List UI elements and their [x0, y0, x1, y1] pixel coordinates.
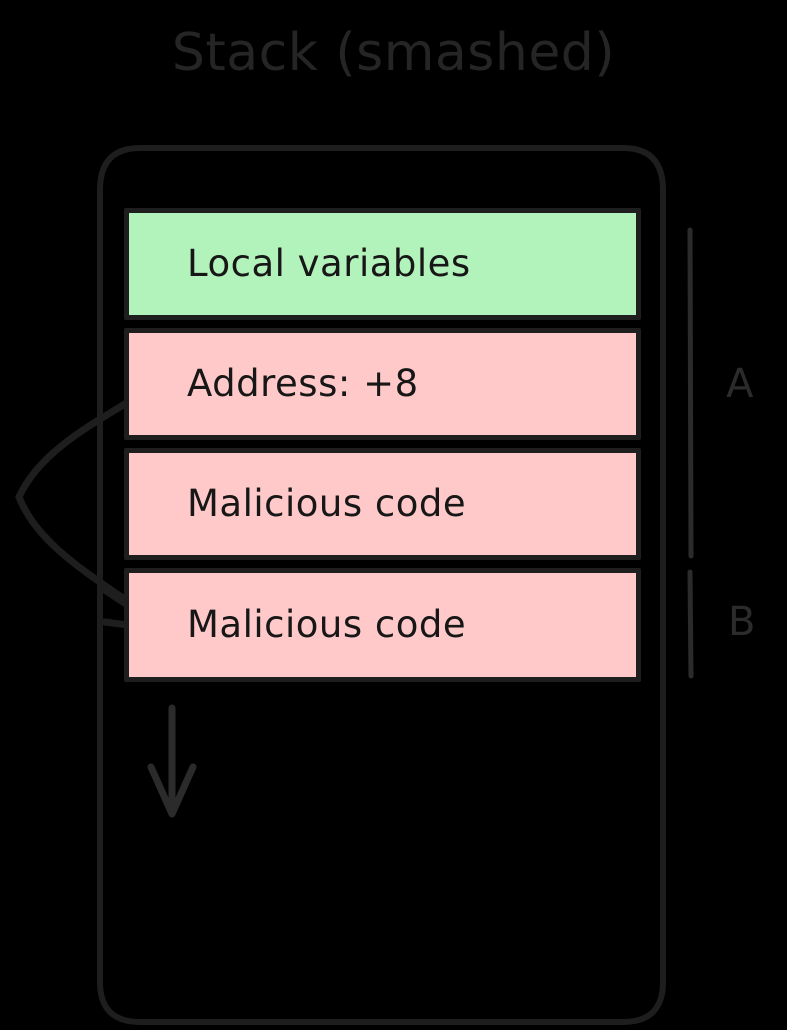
- stack-slot-malicious-code-1[interactable]: Malicious code: [124, 448, 641, 560]
- stack-slot-malicious-code-2[interactable]: Malicious code: [124, 568, 641, 682]
- stack-slot-label: Address: +8: [187, 362, 419, 405]
- bracket-label-b: B: [728, 599, 756, 645]
- stack-slot-return-address[interactable]: Address: +8: [124, 328, 641, 440]
- stack-slot-label: Malicious code: [187, 482, 467, 525]
- growth-arrow-head: [147, 763, 197, 818]
- bracket-a-line: [687, 227, 694, 559]
- stack-slot-local-variables[interactable]: Local variables: [124, 208, 641, 320]
- stack-slot-label: Local variables: [187, 242, 471, 285]
- redirect-arrow-curve: [15, 373, 170, 632]
- bracket-label-a: A: [726, 361, 754, 407]
- stack-slot-label: Malicious code: [187, 603, 467, 646]
- bracket-b-line: [687, 569, 694, 679]
- page-title: Stack (smashed): [171, 23, 616, 83]
- stack-frame-outline: [97, 145, 666, 1025]
